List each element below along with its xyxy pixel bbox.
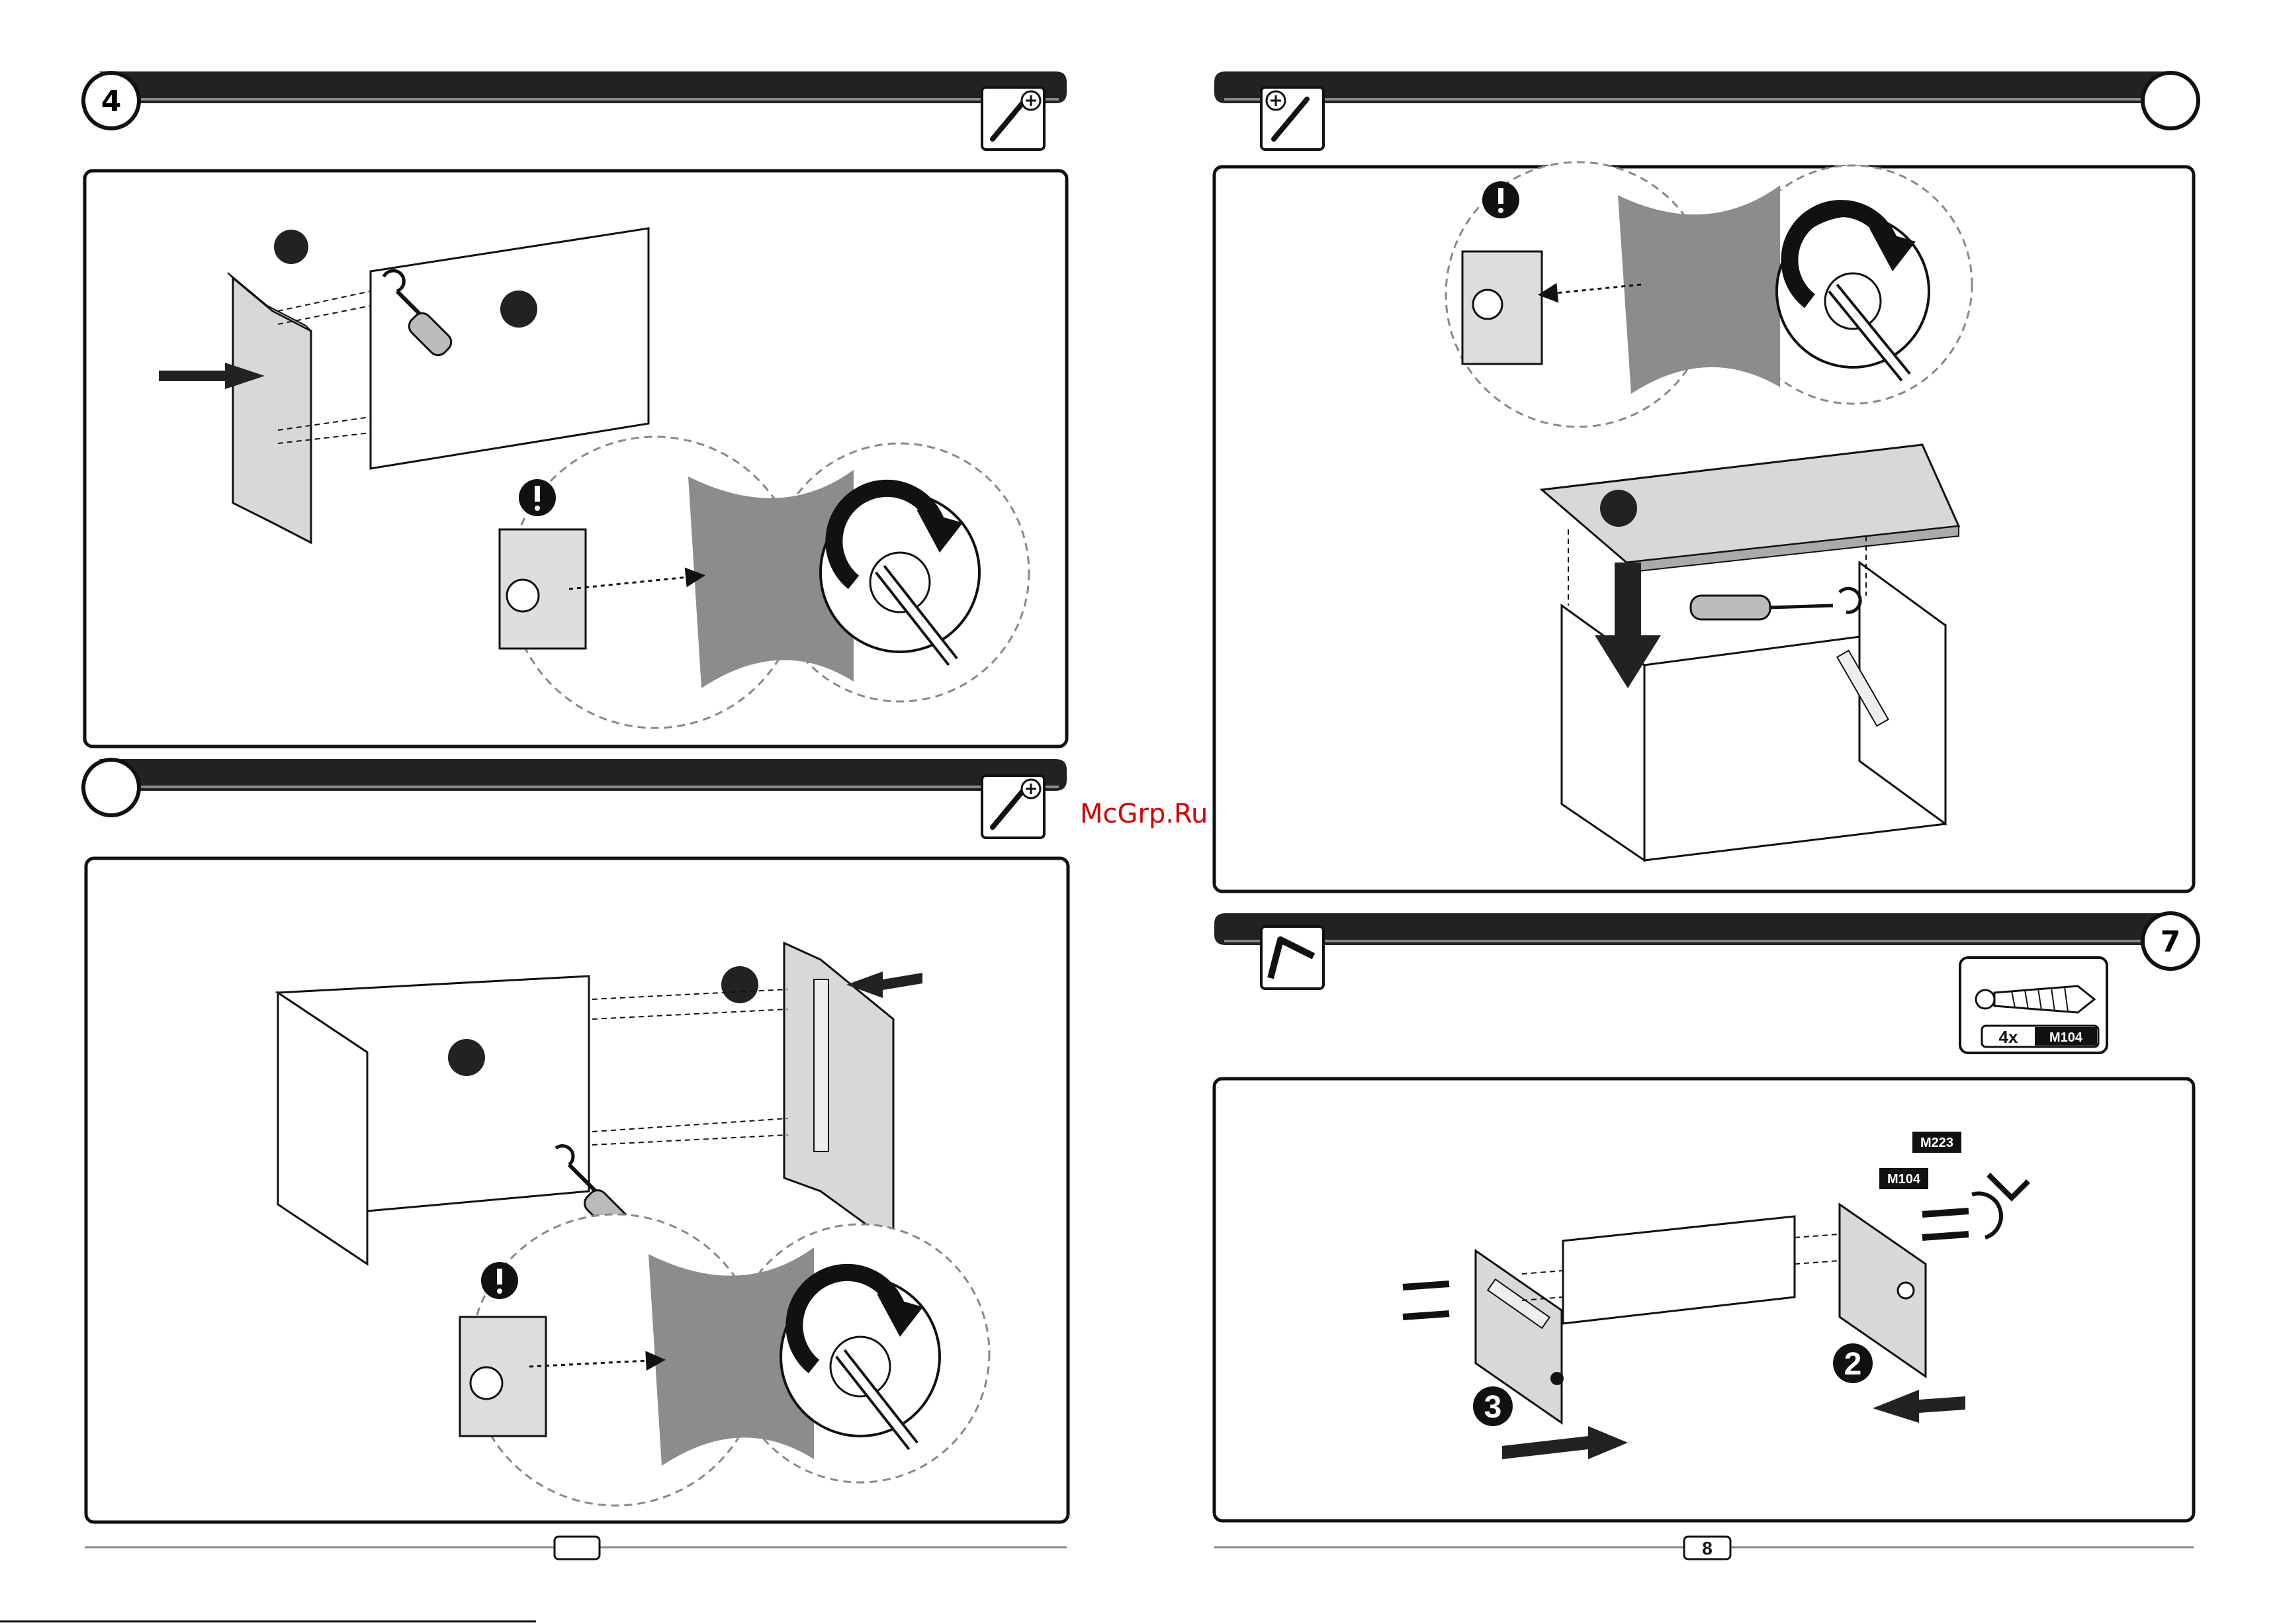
- callout-2-text: 2: [1844, 1347, 1862, 1382]
- tool-box-screwdriver-1: [982, 87, 1044, 150]
- part-marker-b: [500, 291, 537, 328]
- attention-icon: [481, 1262, 518, 1299]
- phillips-head-icon: [1022, 91, 1040, 110]
- label-m223-text: M223: [1920, 1136, 1953, 1150]
- part-marker-c: [448, 1039, 485, 1076]
- step-6-header: [1214, 71, 2198, 150]
- parts-box: 4x M104: [1960, 958, 2107, 1053]
- step-5-header: [83, 759, 1067, 838]
- attention-icon: [519, 479, 556, 516]
- step-6-panel: [1214, 162, 2194, 891]
- cam-bolt-icon: [470, 1367, 502, 1399]
- cam-bolt-icon: [507, 580, 539, 611]
- watermark-text: McGrp.Ru: [1080, 799, 1208, 829]
- drawer-runner: [814, 979, 828, 1151]
- tool-box-screwdriver-2: [982, 776, 1044, 838]
- label-m104: M104: [1879, 1168, 1928, 1189]
- step-4-panel: [85, 171, 1067, 746]
- left-footer: [0, 1537, 1067, 1621]
- step-7-number: 7: [2161, 925, 2181, 959]
- step-5-badge: [83, 760, 139, 815]
- step-6-badge: [2143, 73, 2198, 128]
- right-page-number: 8: [1702, 1538, 1713, 1558]
- parts-count: 4x: [1999, 1027, 2018, 1047]
- right-footer: 8: [1214, 1537, 2194, 1559]
- phillips-head-icon: [1267, 91, 1285, 110]
- callout-2: 2: [1833, 1343, 1873, 1383]
- phillips-head-icon: [1022, 780, 1040, 798]
- callout-3-text: 3: [1484, 1390, 1502, 1425]
- tool-box-allen-key: [1261, 926, 1323, 989]
- tool-box-screwdriver-3: [1261, 87, 1323, 150]
- step-7-panel: M223 M104 3 2: [1214, 1079, 2194, 1521]
- cam-bolt-icon: [1473, 290, 1502, 319]
- part-marker-a: [274, 230, 308, 264]
- part-marker-d: [721, 966, 758, 1003]
- step-4-header: 4: [83, 71, 1067, 150]
- callout-3: 3: [1473, 1386, 1513, 1426]
- step-7-header: 7 4x M104: [1214, 913, 2198, 1053]
- label-m223: M223: [1912, 1132, 1961, 1153]
- label-m104-text: M104: [1887, 1172, 1921, 1187]
- part-marker-e: [1600, 490, 1637, 527]
- attention-icon: [1482, 181, 1519, 218]
- step-5-panel: [86, 858, 1068, 1522]
- parts-code: M104: [2049, 1030, 2083, 1045]
- step-4-number: 4: [101, 85, 122, 118]
